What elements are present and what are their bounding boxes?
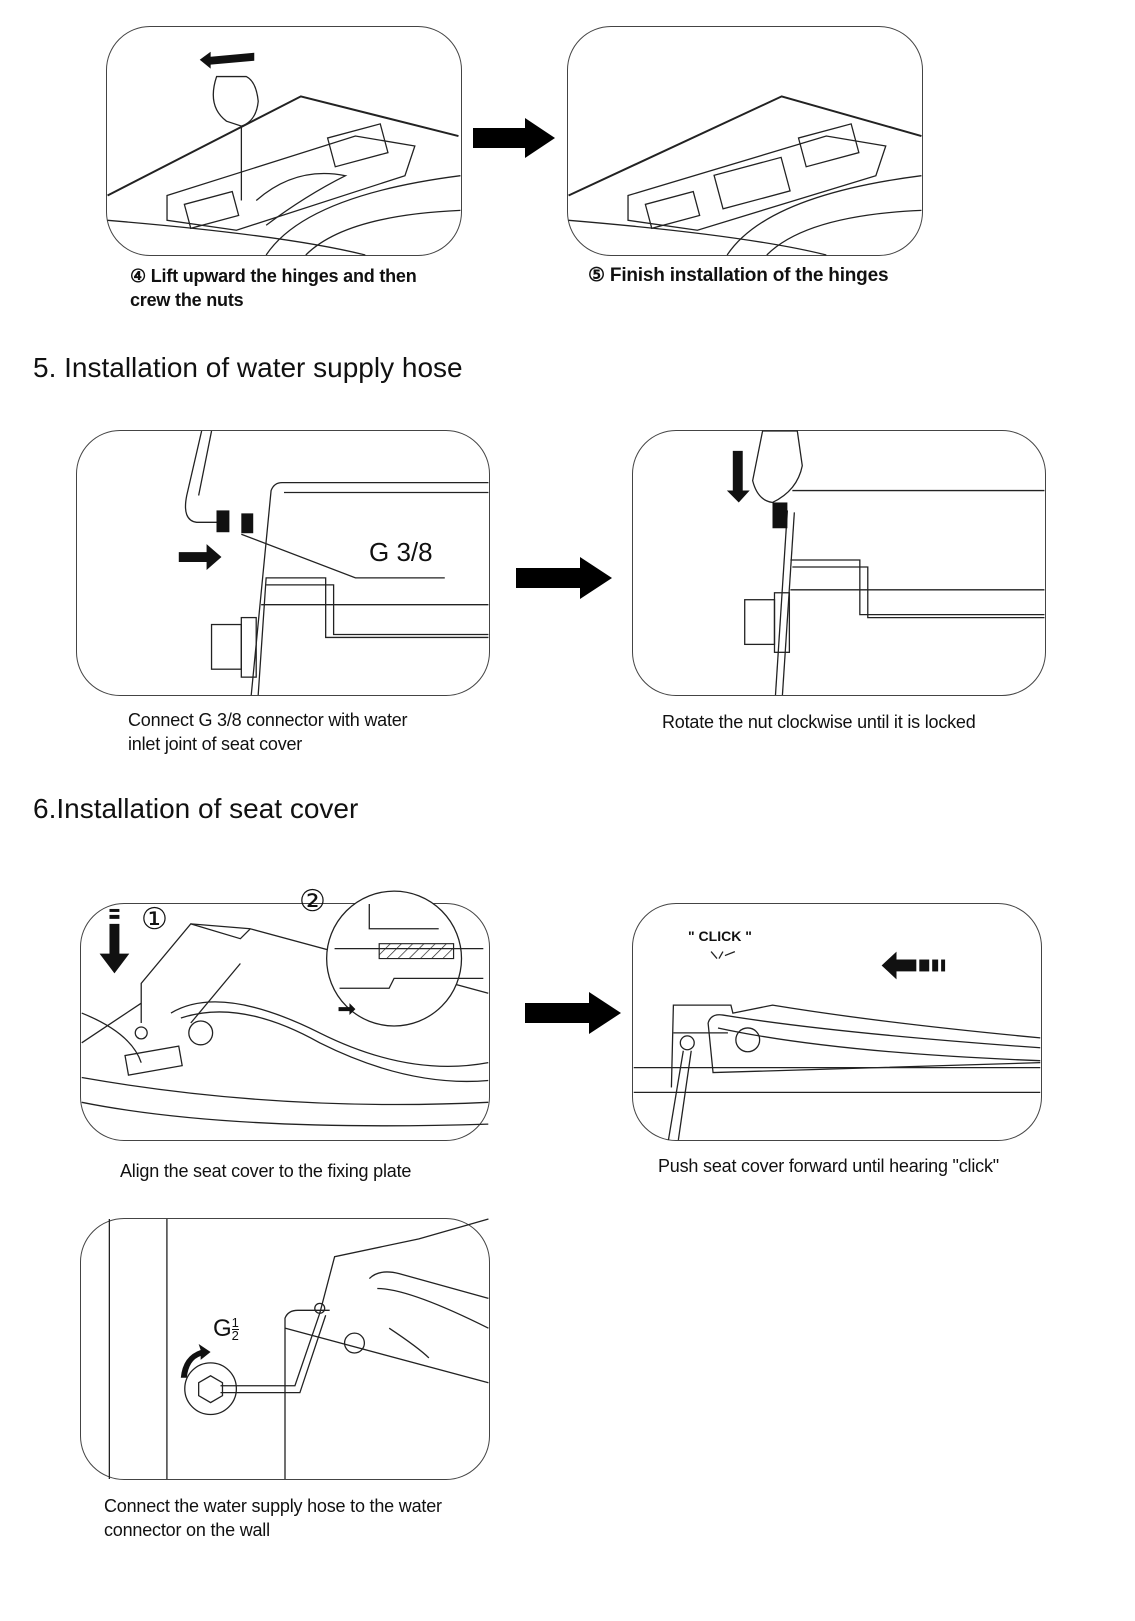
step-2-marker: ② [299,884,326,919]
push-arrow-icon [881,951,917,980]
caption-align-seat: Align the seat cover to the fixing plate [120,1161,412,1181]
push-arrow-icon [178,544,222,570]
hand-icon [212,75,259,201]
rotate-arrow-icon [199,51,255,69]
caption-line: Connect the water supply hose to the wat… [104,1496,442,1516]
hose-connection-drawing [178,430,489,696]
joint-icon [241,513,254,534]
down-arrow-icon [99,923,130,974]
right-arrow-icon [525,992,621,1039]
illustration-push-seat: " CLICK " [632,903,1042,1141]
caption-rotate-nut: Rotate the nut clockwise until it is loc… [662,712,976,732]
thread-label-numerator: 1 [231,1315,239,1331]
illustration-lift-hinges [106,26,462,256]
illustration-rotate-nut [632,430,1046,696]
right-arrow-icon [473,118,555,163]
push-seat-drawing [633,950,1041,1141]
illustration-align-seat: ① ② [80,884,490,1141]
caption-line: Connect G 3/8 connector with water [128,710,408,730]
rotate-arrow-icon [180,1344,211,1378]
rotate-nut-drawing [726,430,1045,696]
hinge-screw-drawing [107,51,461,256]
caption-line: connector on the wall [104,1520,270,1540]
thread-label-base: G [213,1315,232,1342]
caption-wall-connection: Connect the water supply hose to the wat… [104,1494,442,1542]
rotate-arrow-icon [726,450,750,503]
section-heading-seat-cover: 6.Installation of seat cover [33,793,359,824]
caption-push-seat: Push seat cover forward until hearing "c… [658,1156,999,1176]
click-sound-icon [710,950,736,959]
right-arrow-icon [516,557,612,604]
hand-icon [751,430,803,504]
caption-line: inlet joint of seat cover [128,734,303,754]
caption-lift-hinges: ④ Lift upward the hinges and then crew t… [130,264,417,312]
caption-line: crew the nuts [130,290,244,310]
hinge-finished-drawing [568,95,922,256]
caption-line: ④ Lift upward the hinges and then [130,266,417,286]
step-1-marker: ① [141,902,168,937]
illustration-hinges-installed [567,26,923,256]
click-label: " CLICK " [688,928,752,944]
caption-finish-hinges: ⑤ Finish installation of the hinges [588,265,889,286]
small-arrow-icon [338,1003,356,1016]
wall-connector-drawing [108,1218,489,1479]
thread-label-denominator: 2 [231,1328,239,1344]
nut-icon [216,510,230,533]
thread-size-label: G 3/8 [369,537,433,567]
align-seat-drawing [81,890,489,1127]
illustration-connect-g38: G 3/8 [76,430,490,696]
nut-icon [772,502,788,529]
caption-connect-g38: Connect G 3/8 connector with water inlet… [128,708,408,756]
section-heading-water-hose: 5. Installation of water supply hose [33,352,463,383]
